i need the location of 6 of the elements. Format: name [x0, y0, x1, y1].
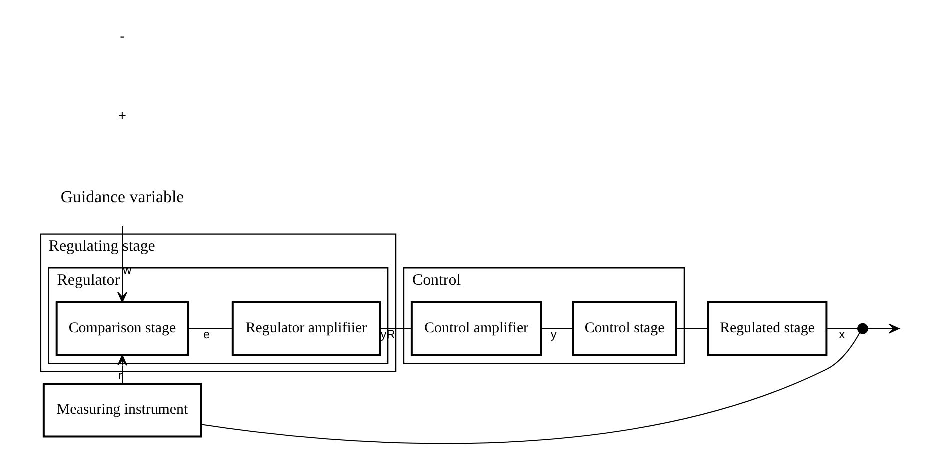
edge-label: e [203, 327, 210, 342]
label: + [118, 108, 126, 124]
label: - [120, 28, 124, 44]
edge-label: x [838, 327, 845, 342]
node-text: Guidance variable [60, 188, 184, 207]
edge-label: y [550, 327, 556, 342]
